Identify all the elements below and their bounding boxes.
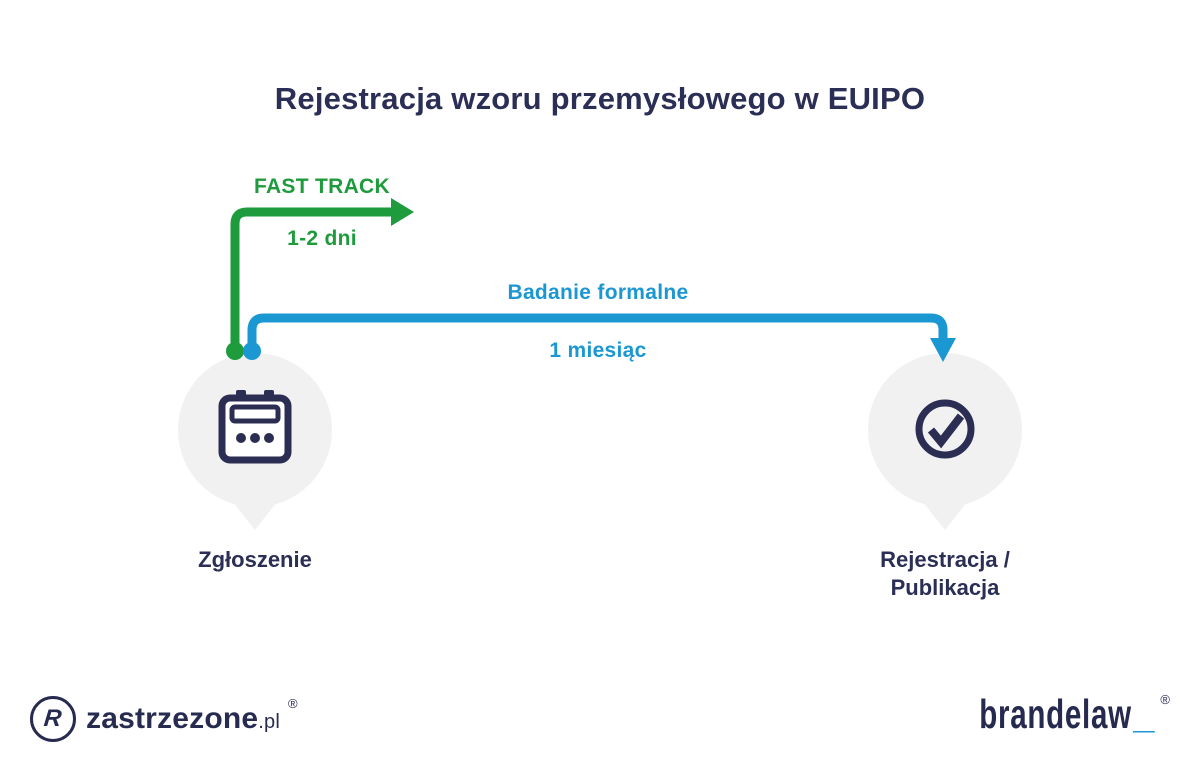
end-pin <box>868 353 1022 530</box>
zastrzezone-tld: .pl <box>258 711 280 733</box>
zastrzezone-logo: R zastrzezone.pl ® <box>30 696 298 742</box>
formal-exam-arrow <box>243 313 956 362</box>
brandelaw-wordmark: brandelaw <box>979 691 1133 737</box>
fast-track-arrow <box>226 198 414 360</box>
brandelaw-logo: brandelaw_ ® <box>920 691 1170 737</box>
calendar-icon <box>218 390 292 464</box>
fast-track-label: FAST TRACK <box>254 175 390 198</box>
formal-exam-duration: 1 miesiąc <box>549 339 647 362</box>
r-monogram-icon: R <box>30 696 76 742</box>
formal-exam-label: Badanie formalne <box>507 281 689 304</box>
end-node-label-line2: Publikacja <box>890 575 1000 600</box>
zastrzezone-brand-text: zastrzezone <box>86 702 259 735</box>
brandelaw-underscore: _ <box>1133 695 1155 737</box>
brandelaw-registered-mark: ® <box>1160 692 1170 707</box>
fast-track-duration: 1-2 dni <box>287 227 357 250</box>
zastrzezone-registered-mark: ® <box>288 695 298 711</box>
zastrzezone-wordmark: zastrzezone.pl <box>86 702 280 736</box>
end-node-label: Rejestracja / Publikacja <box>835 546 1055 602</box>
end-node-label-line1: Rejestracja / <box>880 547 1010 572</box>
start-node-label: Zgłoszenie <box>198 547 312 572</box>
page-title: Rejestracja wzoru przemysłowego w EUIPO <box>274 81 926 116</box>
r-monogram-letter: R <box>42 705 64 732</box>
check-circle-icon <box>915 399 975 459</box>
